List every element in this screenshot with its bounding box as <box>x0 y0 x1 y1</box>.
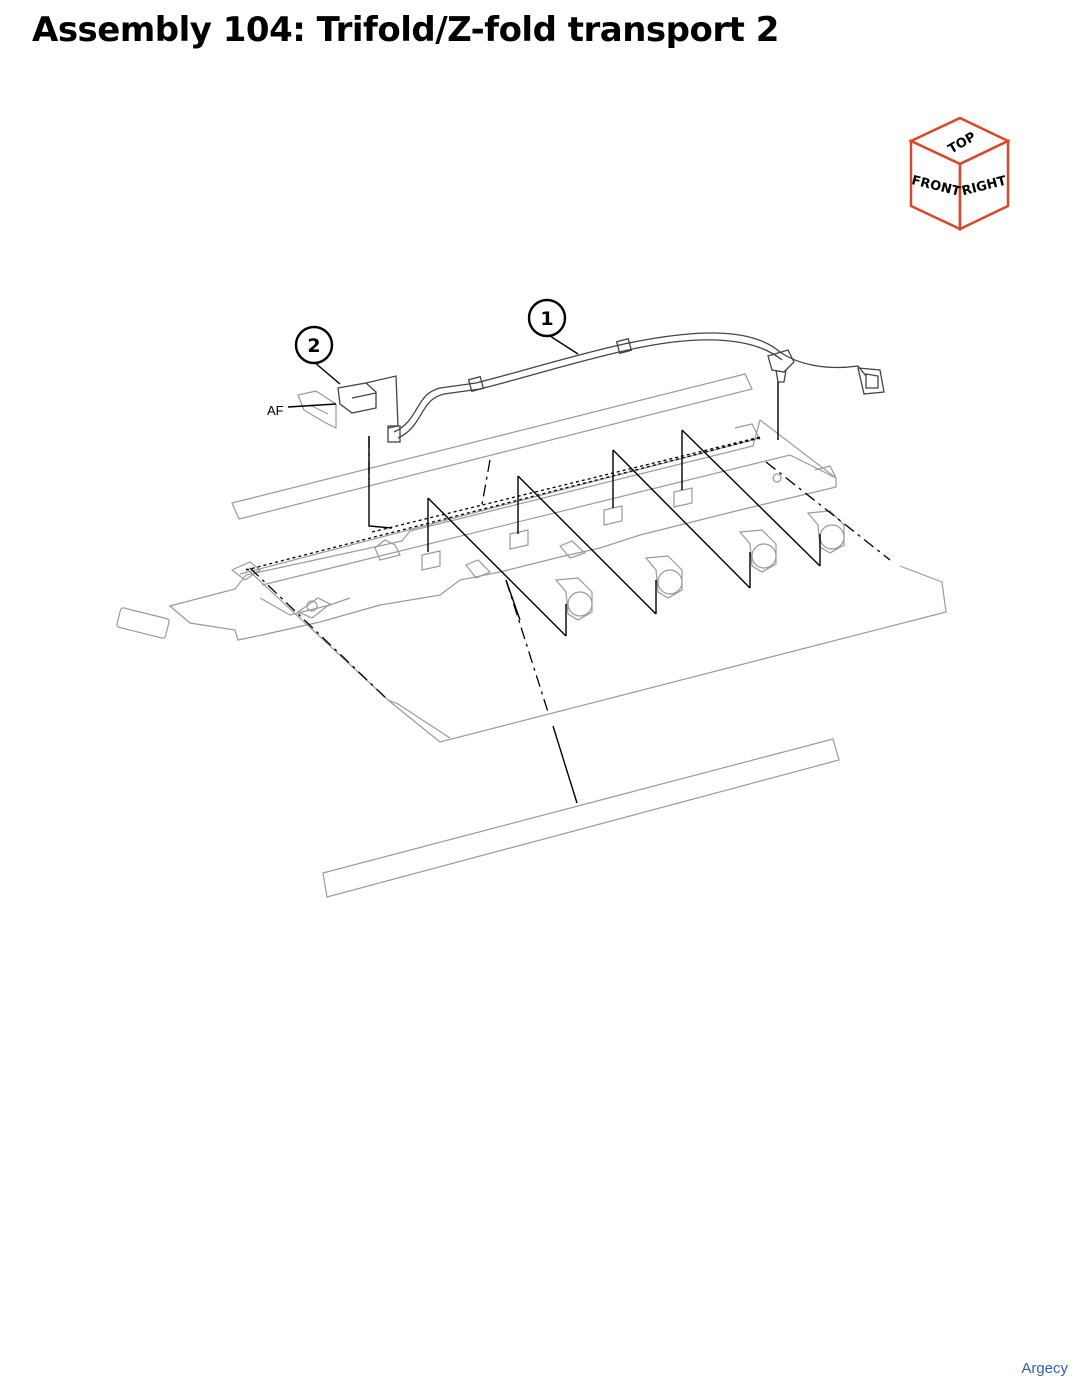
orientation-cube: TOP FRONT RIGHT <box>908 116 1011 231</box>
callout-1: 1 <box>527 298 567 338</box>
af-label: AF <box>267 403 284 418</box>
callout-2: 2 <box>294 325 334 365</box>
sensor-part-2 <box>297 375 399 429</box>
roller-set <box>554 510 845 621</box>
lower-strip <box>322 738 840 898</box>
page-title: Assembly 104: Trifold/Z-fold transport 2 <box>32 10 779 50</box>
guide-frame <box>116 418 837 641</box>
upper-strip <box>231 373 753 520</box>
transport-plate <box>245 565 947 743</box>
leader-lines <box>245 335 891 804</box>
callout-1-number: 1 <box>540 308 553 330</box>
callout-2-number: 2 <box>307 335 320 357</box>
wire-harness-part-1 <box>387 332 885 443</box>
footer-brand: Argecy <box>1021 1360 1068 1377</box>
